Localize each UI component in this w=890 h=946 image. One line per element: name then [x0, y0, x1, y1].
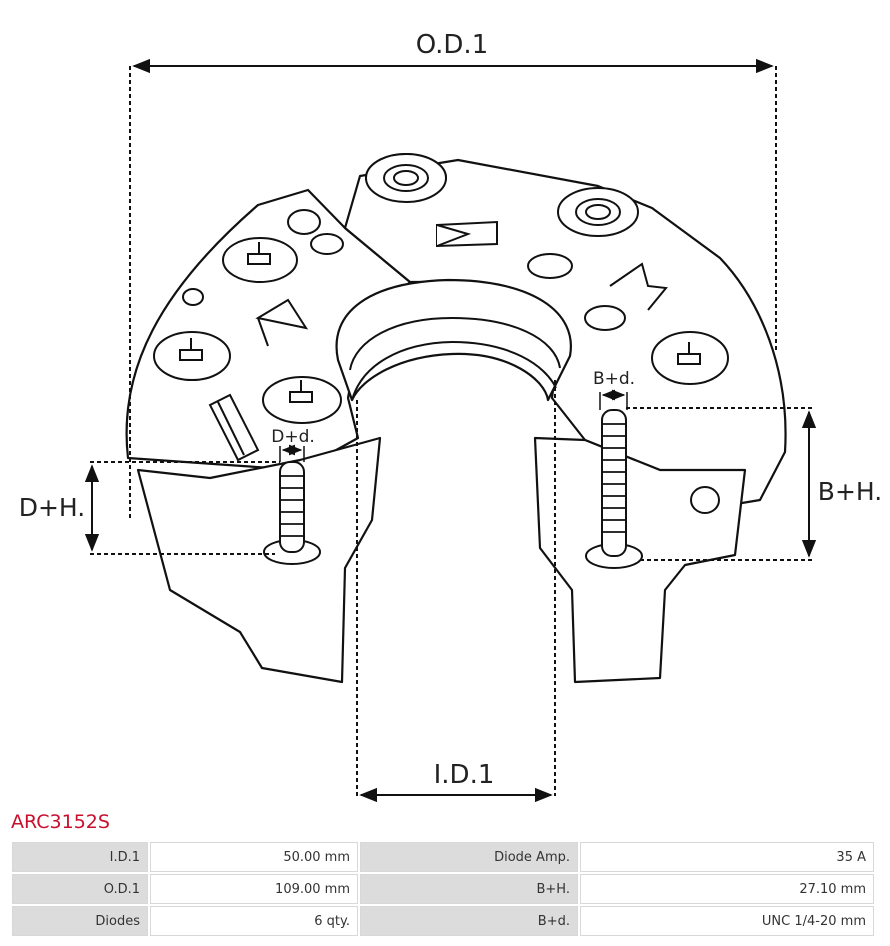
table-row: I.D.1 50.00 mm Diode Amp. 35 A — [12, 842, 874, 872]
spec-value: 6 qty. — [150, 906, 358, 936]
od1-label: O.D.1 — [416, 30, 489, 60]
rectifier-diagram: O.D.1 I.D.1 D+H. D+d. B+H. B+d. — [19, 30, 882, 803]
dd-label: D+d. — [271, 427, 315, 447]
table-row: O.D.1 109.00 mm B+H. 27.10 mm — [12, 874, 874, 904]
table-row: Diodes 6 qty. B+d. UNC 1/4-20 mm — [12, 906, 874, 936]
stud-left — [263, 461, 321, 565]
part-number: ARC3152S — [11, 811, 110, 833]
spec-value: 35 A — [580, 842, 874, 872]
plate-details — [153, 153, 729, 514]
stud-right — [585, 409, 643, 569]
bh-label: B+H. — [818, 477, 882, 506]
bd-label: B+d. — [593, 369, 635, 389]
dh-label: D+H. — [19, 493, 86, 522]
hub-detail — [349, 316, 561, 401]
spec-value: 109.00 mm — [150, 874, 358, 904]
spec-key: Diodes — [12, 906, 148, 936]
spec-key: B+d. — [360, 906, 578, 936]
spec-key: O.D.1 — [12, 874, 148, 904]
spec-key: I.D.1 — [12, 842, 148, 872]
id1-label: I.D.1 — [434, 760, 495, 790]
spec-key: Diode Amp. — [360, 842, 578, 872]
spec-value: 50.00 mm — [150, 842, 358, 872]
spec-value: 27.10 mm — [580, 874, 874, 904]
dimension-lines — [84, 58, 817, 803]
spec-table: I.D.1 50.00 mm Diode Amp. 35 A O.D.1 109… — [10, 840, 876, 938]
spec-key: B+H. — [360, 874, 578, 904]
spec-value: UNC 1/4-20 mm — [580, 906, 874, 936]
arrow-marks — [255, 262, 668, 347]
diode-pins — [179, 220, 701, 462]
